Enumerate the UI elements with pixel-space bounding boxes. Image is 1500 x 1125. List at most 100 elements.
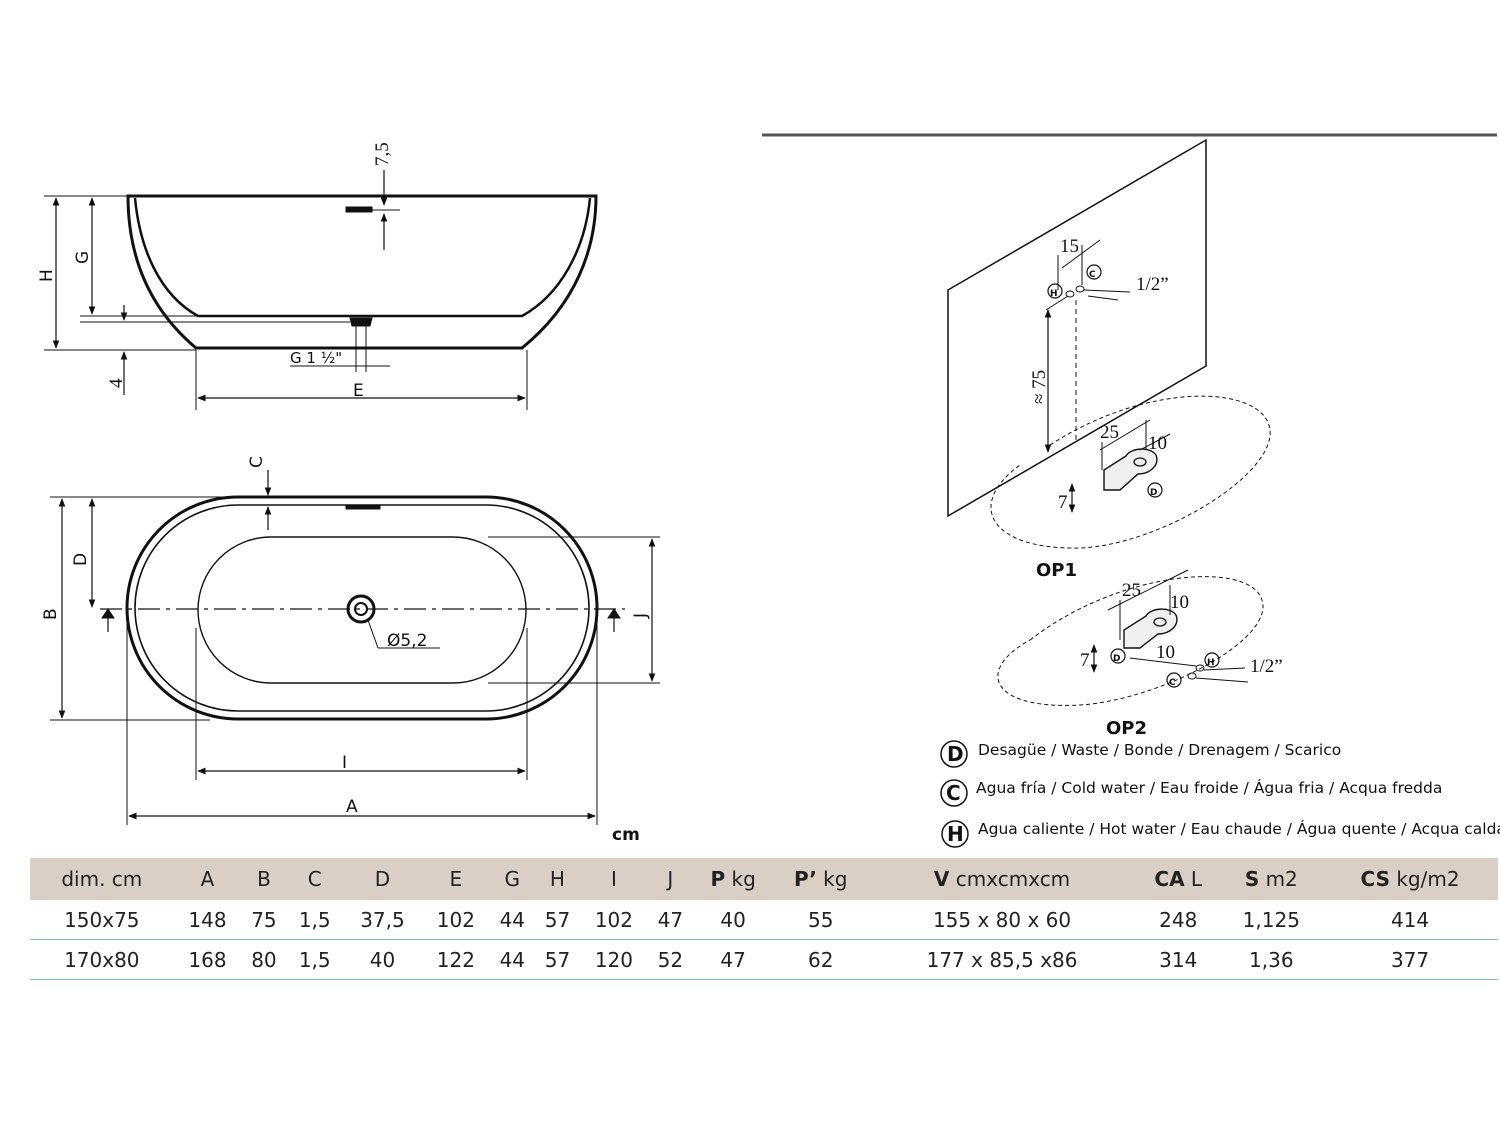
bathtub-top-outer	[125, 495, 599, 721]
table-cell: 47	[647, 900, 693, 940]
bathtub-top-rim	[134, 504, 590, 712]
legend: D Desagüe / Waste / Bonde / Drenagem / S…	[940, 740, 1500, 848]
overflow-slot	[345, 206, 373, 213]
top-view	[50, 470, 660, 825]
dim-E-label: E	[353, 381, 364, 401]
table-cell: 40	[342, 939, 422, 980]
dim-top-rim: 7,5	[372, 142, 393, 166]
op1-drain-fitting	[1103, 448, 1158, 491]
legend-letter-D: D	[947, 742, 964, 766]
legend-item-hot: H Agua caliente / Hot water / Eau chaude…	[941, 819, 1500, 848]
col-S: S m2	[1220, 858, 1323, 900]
dim-thread-label: G 1 ½"	[290, 349, 342, 367]
dim-B-label: B	[41, 608, 61, 620]
legend-letter-C: C	[946, 781, 961, 805]
dim-I-label: I	[342, 753, 347, 773]
table-cell: 150x75	[30, 900, 174, 940]
table-cell: 414	[1322, 900, 1498, 940]
op1-H-icon: H	[1050, 289, 1058, 299]
table-cell: 1,36	[1220, 939, 1323, 980]
op2-label: OP2	[1106, 718, 1147, 739]
op1-dim-7: 7	[1058, 492, 1068, 513]
table-cell: 120	[580, 939, 648, 980]
table-cell: 377	[1322, 939, 1498, 980]
col-V: V cmxcmxcm	[868, 858, 1136, 900]
dim-drain-label: Ø5,2	[387, 631, 427, 651]
op2-C-icon: C	[1169, 678, 1176, 688]
table-cell: 177 x 85,5 x86	[868, 939, 1136, 980]
table-cell: 52	[647, 939, 693, 980]
col-G: G	[489, 858, 535, 900]
side-view	[44, 170, 598, 410]
col-dim: dim. cm	[30, 858, 174, 900]
wall-plane	[947, 138, 1207, 518]
table-cell: 155 x 80 x 60	[868, 900, 1136, 940]
op2-D-icon: D	[1113, 654, 1120, 664]
op2-tub-outline	[997, 576, 1264, 706]
col-P-prime: P’ kg	[773, 858, 869, 900]
bathtub-top-basin	[197, 536, 527, 684]
col-I: I	[580, 858, 648, 900]
op1-C-icon: C	[1089, 270, 1096, 280]
table-cell: 248	[1135, 900, 1221, 940]
table-cell: 44	[489, 900, 535, 940]
dim-H-label: H	[37, 269, 57, 282]
table-cell: 102	[421, 900, 490, 940]
col-A: A	[173, 858, 242, 900]
col-CS: CS kg/m2	[1322, 858, 1498, 900]
waste-outlet	[349, 317, 373, 327]
col-D: D	[342, 858, 422, 900]
cold-water-icon	[940, 779, 968, 807]
op1-D-icon: D	[1150, 488, 1157, 498]
col-P: P kg	[692, 858, 774, 900]
dim-A-label: A	[346, 797, 358, 817]
table-cell: 148	[173, 900, 242, 940]
legend-letter-H: H	[947, 822, 964, 846]
table-cell: 1,125	[1220, 900, 1323, 940]
dim-J-label: J	[631, 613, 651, 619]
op1-dim-25: 25	[1100, 422, 1119, 443]
table-cell: 1,5	[286, 900, 343, 940]
table-cell: 44	[489, 939, 535, 980]
overflow-top	[345, 504, 381, 510]
col-E: E	[421, 858, 490, 900]
table-cell: 47	[692, 939, 774, 980]
table-cell: 57	[534, 900, 581, 940]
op1-diagram	[947, 138, 1271, 549]
table-cell: 37,5	[342, 900, 422, 940]
table-cell: 102	[580, 900, 648, 940]
table-row: 150x75 148 75 1,5 37,5 102 44 57 102 47 …	[30, 900, 1498, 940]
table-cell: 122	[421, 939, 490, 980]
op2-dim-25: 25	[1122, 580, 1141, 601]
table-cell: 314	[1135, 939, 1221, 980]
hot-water-icon	[941, 820, 969, 848]
dim-G-label: G	[73, 251, 93, 264]
op2-diagram	[997, 569, 1264, 706]
op2-H-icon: H	[1207, 658, 1215, 668]
table-cell: 55	[773, 900, 869, 940]
op1-dim-15: 15	[1060, 236, 1079, 257]
col-B: B	[241, 858, 287, 900]
op2-dim-10b: 10	[1156, 642, 1175, 663]
unit-label: cm	[612, 825, 640, 845]
op1-dim-75: ≈ 75	[1029, 370, 1050, 404]
legend-item-waste: D Desagüe / Waste / Bonde / Drenagem / S…	[940, 740, 1341, 768]
col-H: H	[534, 858, 581, 900]
bathtub-side-inner	[133, 197, 592, 318]
spec-table-header: dim. cm A B C D E G H I J P kg P’ kg V c…	[30, 858, 1498, 900]
op2-dim-7: 7	[1080, 650, 1090, 671]
legend-text-cold: Agua fría / Cold water / Eau froide / Ág…	[976, 778, 1442, 797]
table-cell: 170x80	[30, 939, 174, 980]
dim-D-label: D	[71, 553, 91, 566]
spec-table: dim. cm A B C D E G H I J P kg P’ kg V c…	[30, 858, 1498, 980]
dim-C-label: C	[247, 456, 267, 468]
waste-icon	[940, 740, 968, 768]
op1-dim-pipe: 1/2”	[1136, 274, 1169, 295]
table-row: 170x80 168 80 1,5 40 122 44 57 120 52 47…	[30, 939, 1498, 980]
op2-dim-10a: 10	[1170, 592, 1189, 613]
legend-item-cold: C Agua fría / Cold water / Eau froide / …	[940, 778, 1442, 807]
table-cell: 75	[241, 900, 287, 940]
op1-label: OP1	[1036, 560, 1077, 581]
op1-tub-outline	[990, 395, 1271, 549]
